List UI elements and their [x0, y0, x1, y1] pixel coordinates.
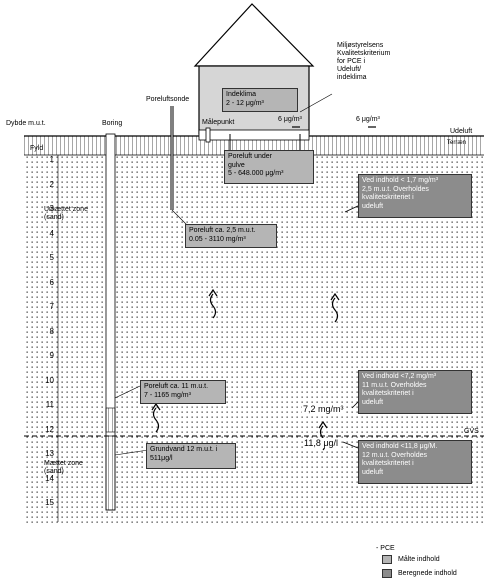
boring-label: Boring — [102, 120, 123, 127]
terrain-label: Terræn — [447, 140, 467, 146]
house-roof — [193, 3, 315, 67]
indoor-criterion-value: 6 μg/m³ — [278, 116, 302, 123]
diffusion-arrow-2 — [330, 292, 340, 323]
depth-tick-3: 3 — [49, 204, 54, 213]
calculated-12m-box: Ved indhold <11,8 μg/M. 12 m.u.t. Overho… — [358, 440, 472, 484]
depth-tick-10: 10 — [45, 375, 54, 385]
criteria-note: Miljøstyrelsens Kvalitetskriterium for P… — [334, 40, 394, 84]
saturated-zone-label: Mættet zone (sand) — [44, 460, 83, 475]
house-foundation — [198, 129, 310, 141]
legend-calculated-swatch — [382, 569, 392, 578]
gvs-label: GVS — [464, 428, 479, 435]
poreluftsonde-label: Poreluftsonde — [146, 96, 190, 103]
value-7-2-label: 7,2 mg/m³ — [302, 404, 345, 414]
unsaturated-zone-label: Umættet zone (sand) — [44, 206, 88, 221]
borehole-screen-upper — [105, 407, 116, 433]
depth-tick-7: 7 — [49, 302, 54, 311]
depth-tick-15: 15 — [45, 498, 54, 507]
calculated-11m-box: Ved indhold <7,2 mg/m³ 11 m.u.t. Overhol… — [358, 370, 472, 414]
grundvand-box: Grundvand 12 m.u.t. i 511μg/l — [146, 443, 236, 469]
poreluft-gulve-box: Poreluft under gulve 5 - 648.000 μg/m³ — [224, 150, 314, 184]
fill-label: Fyld — [30, 145, 44, 152]
depth-tick-9: 9 — [49, 351, 54, 360]
depth-tick-5: 5 — [49, 253, 54, 262]
maalepunkt-label: Målepunkt — [202, 119, 235, 126]
outdoor-criterion-value: 6 μg/m³ — [356, 116, 380, 123]
poreluft-2-5m-box: Poreluft ca. 2,5 m.u.t. 0.05 - 3110 mg/m… — [185, 224, 277, 248]
maalepunkt-pipe — [205, 127, 211, 143]
legend-measured-label: Målte indhold — [398, 556, 440, 563]
legend-title: - PCE — [376, 545, 395, 552]
outdoor-air-label: Udeluft — [450, 128, 473, 135]
legend-measured-swatch — [382, 555, 392, 564]
depth-tick-6: 6 — [49, 277, 54, 287]
depth-tick-12: 12 — [45, 424, 54, 434]
depth-tick-11: 11 — [45, 400, 54, 409]
legend-calculated-label: Beregnede indhold — [398, 570, 457, 577]
fill-layer — [24, 136, 484, 155]
indeklima-box: Indeklima 2 - 12 μg/m³ — [222, 88, 298, 112]
depth-axis-label: Dybde m.u.t. — [6, 120, 46, 127]
diffusion-arrow-3 — [151, 402, 161, 433]
depth-tick-8: 8 — [49, 326, 54, 336]
depth-tick-2: 2 — [49, 179, 54, 189]
depth-tick-1: 1 — [49, 155, 54, 164]
calculated-2-5m-box: Ved indhold < 1,7 mg/m³ 2,5 m.u.t. Overh… — [358, 174, 472, 218]
depth-tick-13: 13 — [45, 449, 54, 458]
diffusion-arrow-1 — [208, 288, 218, 319]
poreluft-11m-box: Poreluft ca. 11 m.u.t. 7 - 1165 mg/m³ — [140, 380, 226, 404]
borehole-screen-lower — [105, 435, 116, 511]
value-11-8-label: 11,8 μg/l — [303, 438, 340, 448]
depth-tick-14: 14 — [45, 473, 54, 483]
depth-tick-4: 4 — [49, 228, 54, 238]
